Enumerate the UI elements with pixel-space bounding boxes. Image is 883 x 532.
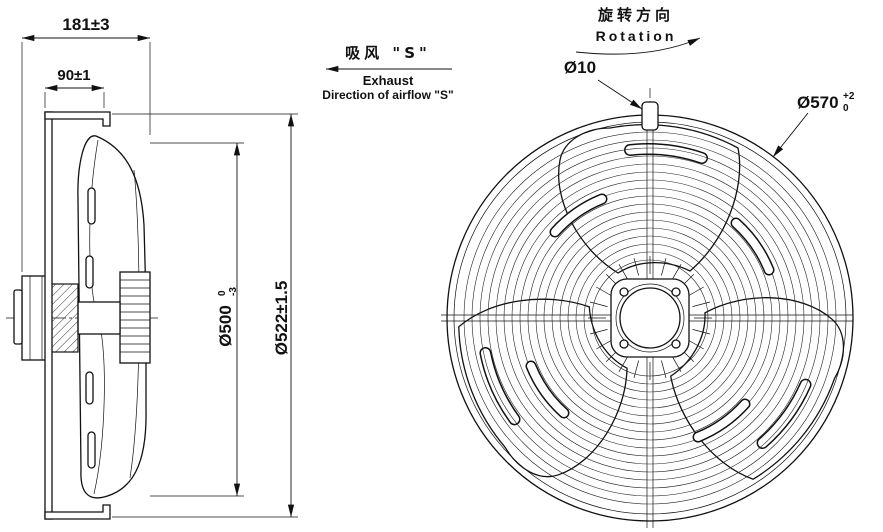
airflow-label-cn: 吸风 "S"	[345, 44, 431, 62]
rotation-annotation: 旋转方向 Rotation	[575, 6, 701, 55]
airflow-annotation: 吸风 "S" Exhaust Direction of airflow "S"	[322, 44, 453, 102]
hub-bore	[619, 287, 681, 349]
grill-arc-slots	[525, 193, 775, 443]
motor-shaft	[77, 301, 121, 335]
hub-bolt	[671, 339, 681, 349]
blade-vent-slot	[85, 255, 94, 289]
dim-impeller-tol-bottom: -3	[228, 287, 239, 296]
impeller-hub	[119, 271, 151, 364]
dim-impeller-tol-top: 0	[217, 290, 228, 296]
rotation-label-cn: 旋转方向	[597, 6, 674, 24]
motor-endcap	[13, 289, 23, 345]
dim-outer-annotation: Ø570 +2 0	[772, 91, 855, 158]
dim-guard-diameter: Ø522±1.5	[112, 113, 298, 518]
dim-outer-leader	[772, 112, 809, 158]
hub-bolt	[671, 287, 681, 297]
dim-plate-depth: 90±1	[44, 67, 105, 108]
airflow-direction-label: Direction of airflow "S"	[322, 88, 453, 102]
dim-outer-tol-top: +2	[843, 91, 855, 102]
blade-vent-slot	[87, 431, 96, 469]
blade	[558, 124, 741, 274]
side-view: 181±3 90±1 Ø500 0 -3 Ø522±1.5	[6, 15, 298, 520]
hub-plate	[610, 278, 690, 358]
blade-vent-slot	[85, 371, 94, 405]
top-flange	[44, 111, 111, 127]
rotation-label-en: Rotation	[596, 28, 677, 44]
fan-assembly	[441, 101, 854, 528]
hub-bolt	[619, 339, 629, 349]
bottom-flange	[44, 504, 111, 520]
dim-overall-depth: 181±3	[21, 15, 151, 272]
dim-hole-leader	[597, 79, 643, 110]
dim-hole-label: Ø10	[564, 58, 596, 77]
rotation-arrow	[575, 37, 701, 55]
dim-impeller-diameter: Ø500 0 -3	[150, 142, 244, 497]
motor-stator-hatched	[49, 283, 79, 353]
mounting-plate	[44, 111, 111, 520]
dim-outer-tol-bottom: 0	[843, 103, 849, 114]
dim-outer-label: Ø570	[797, 93, 839, 112]
dim-plate-depth-label: 90±1	[57, 67, 90, 84]
dim-guard-label: Ø522±1.5	[272, 281, 291, 356]
mounting-clip	[641, 101, 659, 131]
hub-bolt	[619, 287, 629, 297]
hub-bore-outer	[615, 283, 685, 353]
hub	[587, 255, 713, 381]
blade-vent-slot	[87, 187, 96, 225]
front-view: 旋转方向 Rotation Ø10 Ø570 +2 0	[441, 6, 855, 528]
dim-impeller-label: Ø500	[216, 305, 235, 347]
airflow-label-en: Exhaust	[363, 73, 414, 88]
dim-hole-annotation: Ø10	[564, 58, 643, 110]
dim-overall-depth-label: 181±3	[62, 15, 109, 34]
